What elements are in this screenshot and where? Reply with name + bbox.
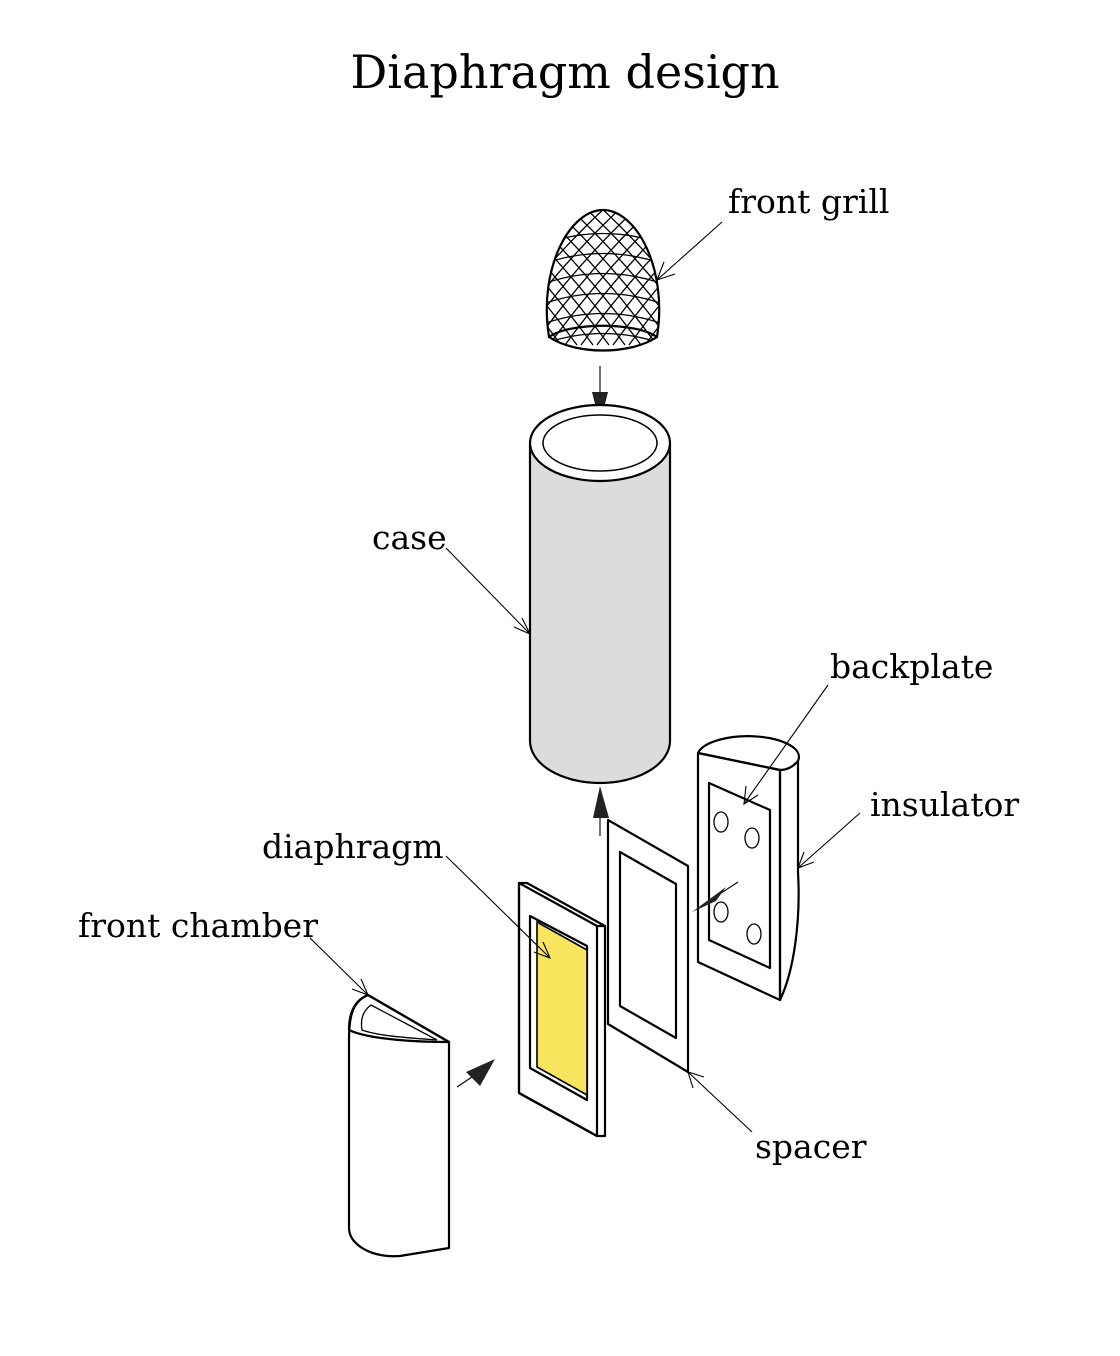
arrow-chamber-to-diaphragm xyxy=(456,1059,495,1088)
label-backplate: backplate xyxy=(830,647,993,686)
label-case: case xyxy=(372,518,447,557)
case-part xyxy=(528,403,672,785)
label-front-grill: front grill xyxy=(728,182,889,221)
label-spacer: spacer xyxy=(755,1127,867,1166)
insulator-part xyxy=(696,735,801,1002)
backplate-part xyxy=(707,781,772,970)
backplate-hole xyxy=(713,811,729,833)
diaphragm-membrane xyxy=(536,920,588,1097)
leader-case xyxy=(445,547,532,636)
leader-spacer xyxy=(687,1071,753,1133)
leader-insulator xyxy=(797,812,861,869)
spacer-part xyxy=(606,818,690,1074)
diagram-title: Diaphragm design xyxy=(350,45,779,99)
backplate-hole xyxy=(713,901,729,923)
arrow-spacer-to-case xyxy=(593,786,609,836)
leader-backplate xyxy=(743,684,829,806)
label-diaphragm: diaphragm xyxy=(262,827,444,866)
leader-front-chamber xyxy=(309,937,370,996)
arrow-spacer-to-insulator xyxy=(692,881,739,912)
label-front-chamber: front chamber xyxy=(78,906,318,945)
label-insulator: insulator xyxy=(870,785,1019,824)
diaphragm-part xyxy=(517,881,607,1138)
backplate-hole xyxy=(744,827,760,849)
leader-diaphragm xyxy=(445,855,552,959)
front-chamber-part xyxy=(347,993,451,1258)
backplate-hole xyxy=(746,923,762,945)
front-grill-part xyxy=(545,208,661,352)
leader-front-grill xyxy=(656,221,723,281)
